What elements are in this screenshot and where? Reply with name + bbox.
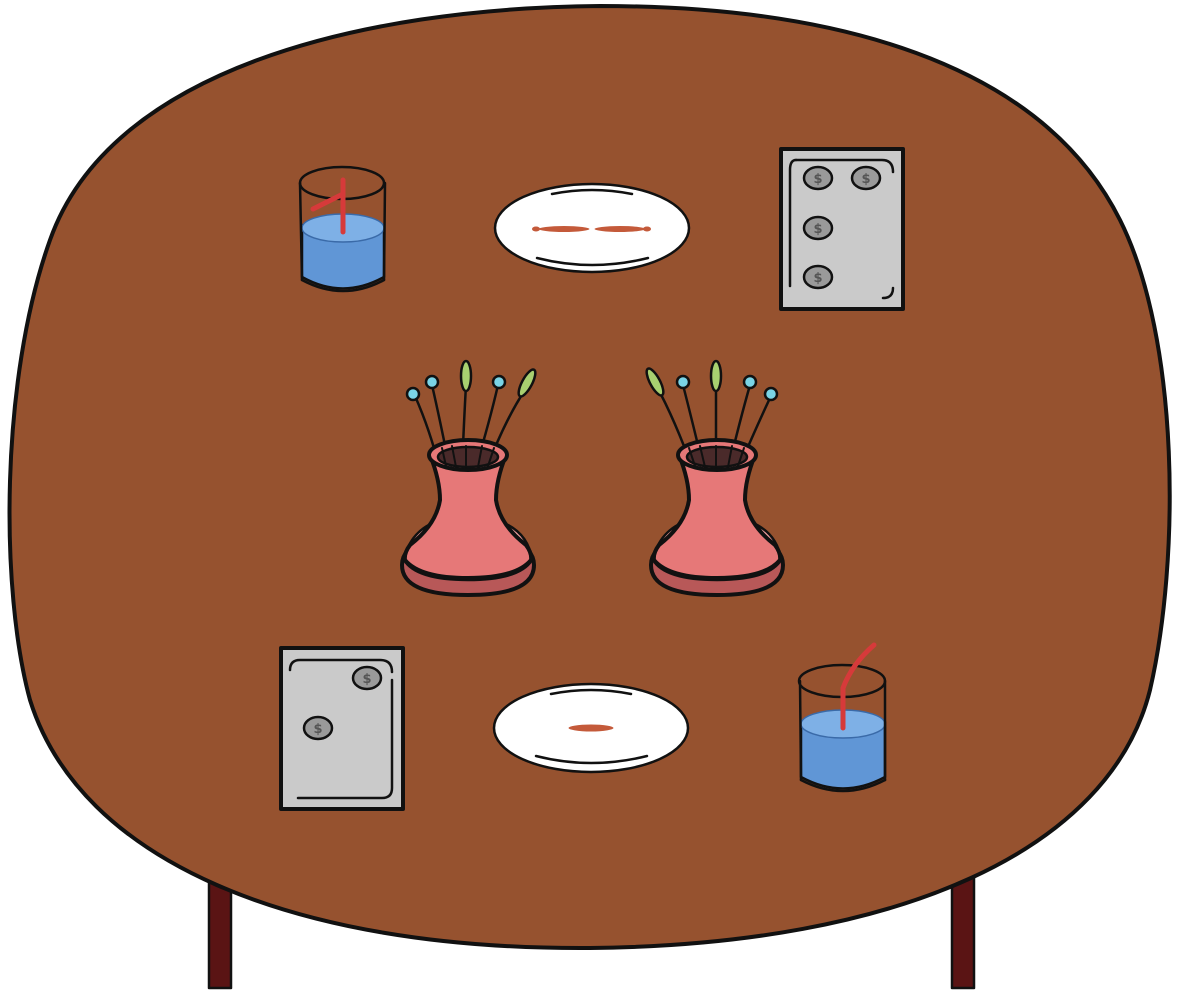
svg-text:$: $ <box>813 222 822 237</box>
svg-text:$: $ <box>813 172 822 187</box>
flower-bud <box>742 374 758 390</box>
coin: $ <box>802 215 834 241</box>
flower-bud <box>763 386 779 402</box>
coin: $ <box>351 665 383 691</box>
table-top <box>7 4 1172 951</box>
food-piece <box>593 225 647 233</box>
coin-tray-bottom-left: $ $ <box>279 646 405 811</box>
flower-bud <box>645 367 665 397</box>
coin: $ <box>302 715 334 741</box>
coin: $ <box>850 165 882 191</box>
food-piece <box>567 723 615 733</box>
glass-of-water-bottom-right <box>797 642 887 793</box>
coin-tray-top-right: $ $ $ $ <box>779 147 905 311</box>
svg-text:$: $ <box>861 172 870 187</box>
food-piece <box>537 225 591 233</box>
flower-bud <box>517 368 537 398</box>
flower-vase-left <box>400 359 537 597</box>
coin: $ <box>802 264 834 290</box>
flower-bud <box>424 374 440 390</box>
flower-bud <box>675 374 691 390</box>
glass-of-water-top-left <box>298 165 387 293</box>
svg-text:$: $ <box>813 271 822 286</box>
flower-bud <box>491 374 507 390</box>
flower-bud <box>405 386 421 402</box>
svg-text:$: $ <box>362 672 371 687</box>
flower-bud <box>709 359 723 393</box>
straw <box>840 642 877 731</box>
plate-bottom <box>492 682 690 774</box>
svg-text:$: $ <box>313 722 322 737</box>
coin: $ <box>802 165 834 191</box>
flower-bud <box>459 359 473 393</box>
flower-vase-right <box>645 359 785 597</box>
plate-top <box>493 182 691 274</box>
